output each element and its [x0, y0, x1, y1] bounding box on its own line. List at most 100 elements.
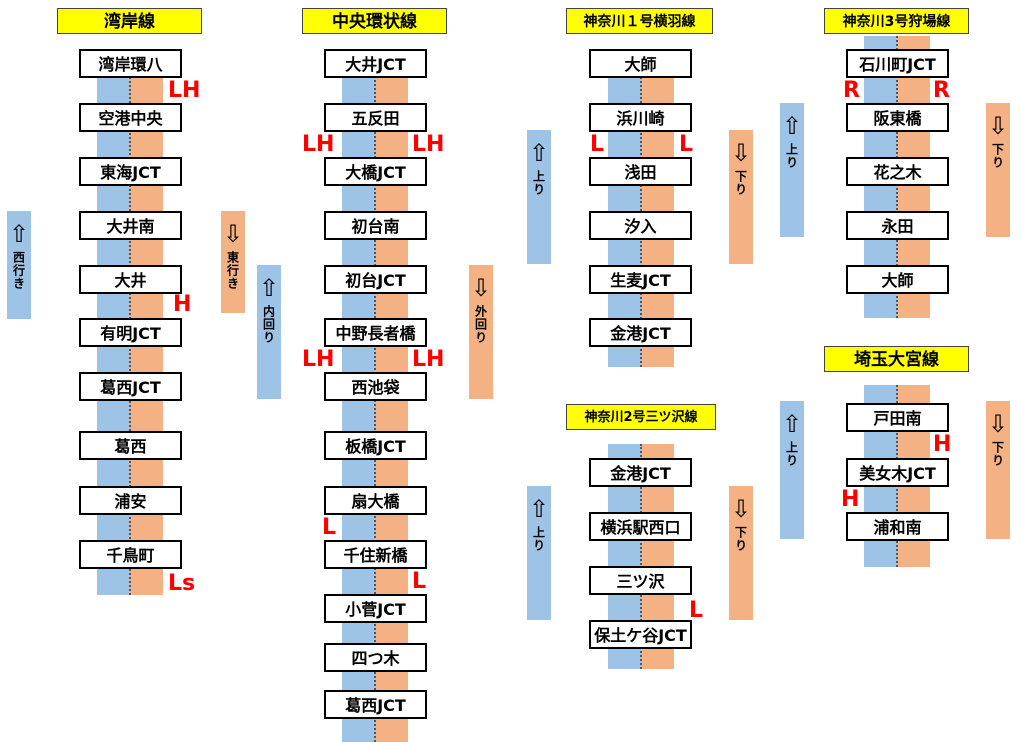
station-chidoricho: 千鳥町	[79, 540, 182, 569]
station-ogibashi: 扇大橋	[324, 486, 427, 515]
station-kinkoJct: 金港JCT	[589, 318, 692, 347]
station-gotanda: 五反田	[324, 103, 427, 132]
badge-r: R	[933, 78, 950, 103]
saitama-line-title: 埼玉大宮線	[824, 346, 969, 372]
direction-up-panel: ⇧ 上り	[527, 130, 551, 264]
station-hamaKawasaki: 浜川崎	[589, 103, 692, 132]
direction-up-label: 上り	[784, 441, 799, 467]
station-senjuShinbashi: 千住新橋	[324, 540, 427, 569]
station-bijogiJct: 美女木JCT	[846, 458, 949, 487]
up-arrow-icon: ⇧	[8, 220, 30, 248]
up-arrow-icon: ⇧	[258, 274, 280, 302]
station-ishikawachoJct: 石川町JCT	[846, 49, 949, 78]
station-bandobashi: 阪東橋	[846, 103, 949, 132]
station-namamugiJct: 生麦JCT	[589, 265, 692, 294]
outbound-lane	[641, 49, 674, 367]
station-tokaiJct: 東海JCT	[79, 157, 182, 186]
badge-l: L	[412, 569, 427, 594]
station-kasai: 葛西	[79, 431, 182, 460]
k1-line-title: 神奈川１号横羽線	[566, 8, 713, 34]
station-ohashiJct: 大橋JCT	[324, 157, 427, 186]
up-arrow-icon: ⇧	[528, 495, 550, 523]
lane-divider	[640, 49, 642, 367]
station-oi: 大井	[79, 265, 182, 294]
station-hatsudaiJct: 初台JCT	[324, 265, 427, 294]
direction-outer-label: 外回り	[473, 305, 488, 344]
station-todaMinami: 戸田南	[846, 403, 949, 432]
down-arrow-icon: ⇩	[470, 274, 492, 302]
inbound-lane	[608, 49, 641, 367]
direction-west-panel: ⇧ 西行き	[7, 211, 31, 319]
badge-l: L	[689, 598, 704, 623]
badge-l: L	[679, 132, 694, 157]
k2-line-title: 神奈川2号三ツ沢線	[566, 404, 716, 430]
station-hodogayaJct: 保土ケ谷JCT	[589, 620, 692, 649]
badge-lh: LH	[412, 132, 445, 157]
badge-lh: LH	[168, 78, 201, 103]
station-urawaMinami: 浦和南	[846, 512, 949, 541]
station-asada: 浅田	[589, 157, 692, 186]
down-arrow-icon: ⇩	[987, 112, 1009, 140]
k1-lane	[608, 49, 674, 367]
station-oiMinami: 大井南	[79, 211, 182, 240]
down-arrow-icon: ⇩	[222, 220, 244, 248]
direction-down-panel: ⇩ 下り	[729, 130, 753, 264]
station-kosugeJct: 小菅JCT	[324, 594, 427, 623]
k3-line-title: 神奈川3号狩場線	[824, 8, 969, 34]
station-yokohamaEkiNishiguchi: 横浜駅西口	[589, 512, 692, 541]
direction-outer-panel: ⇩ 外回り	[469, 265, 493, 399]
direction-up-label: 上り	[531, 170, 546, 196]
direction-west-label: 西行き	[11, 251, 26, 290]
badge-lh: LH	[302, 132, 335, 157]
badge-h: H	[173, 292, 192, 317]
station-kukoChuo: 空港中央	[79, 103, 182, 132]
direction-inner-label: 内回り	[261, 305, 276, 344]
direction-east-panel: ⇩ 東行き	[221, 211, 245, 313]
station-kasaiJct: 葛西JCT	[324, 690, 427, 719]
up-arrow-icon: ⇧	[781, 410, 803, 438]
chuo-line-title: 中央環状線	[302, 8, 447, 34]
station-wanganKanpachi: 湾岸環八	[79, 49, 182, 78]
station-hananoki: 花之木	[846, 157, 949, 186]
direction-up-panel: ⇧ 上り	[780, 103, 804, 237]
direction-east-label: 東行き	[225, 251, 240, 290]
station-kasaiJct: 葛西JCT	[79, 372, 182, 401]
up-arrow-icon: ⇧	[528, 139, 550, 167]
direction-down-label: 下り	[990, 441, 1005, 467]
direction-inner-panel: ⇧ 内回り	[257, 265, 281, 399]
badge-lh: LH	[302, 347, 335, 372]
station-yotsugi: 四つ木	[324, 643, 427, 672]
lane-divider	[640, 444, 642, 669]
station-daishi: 大師	[589, 49, 692, 78]
station-oiJct: 大井JCT	[324, 49, 427, 78]
direction-up-panel: ⇧ 上り	[527, 486, 551, 620]
direction-down-label: 下り	[733, 526, 748, 552]
badge-h: H	[841, 487, 860, 512]
direction-up-label: 上り	[531, 526, 546, 552]
station-ariakeJct: 有明JCT	[79, 318, 182, 347]
direction-down-panel: ⇩ 下り	[986, 401, 1010, 539]
direction-down-label: 下り	[733, 170, 748, 196]
wangan-line-title: 湾岸線	[57, 8, 202, 34]
station-urayasu: 浦安	[79, 486, 182, 515]
down-arrow-icon: ⇩	[730, 495, 752, 523]
badge-ls: Ls	[168, 571, 196, 596]
station-nagata: 永田	[846, 211, 949, 240]
station-kinkoJct: 金港JCT	[589, 458, 692, 487]
badge-r: R	[843, 78, 860, 103]
station-nakanoChojabashi: 中野長者橋	[324, 318, 427, 347]
badge-l: L	[590, 132, 605, 157]
badge-l: L	[322, 515, 337, 540]
badge-h: H	[933, 432, 952, 457]
direction-up-panel: ⇧ 上り	[780, 401, 804, 539]
up-arrow-icon: ⇧	[781, 112, 803, 140]
direction-down-label: 下り	[990, 143, 1005, 169]
station-nishiIkebukuro: 西池袋	[324, 372, 427, 401]
station-daishi: 大師	[846, 265, 949, 294]
station-hatsudaiMinami: 初台南	[324, 211, 427, 240]
direction-down-panel: ⇩ 下り	[729, 486, 753, 620]
down-arrow-icon: ⇩	[730, 139, 752, 167]
station-itabashiJct: 板橋JCT	[324, 431, 427, 460]
badge-lh: LH	[412, 347, 445, 372]
station-shioiri: 汐入	[589, 211, 692, 240]
